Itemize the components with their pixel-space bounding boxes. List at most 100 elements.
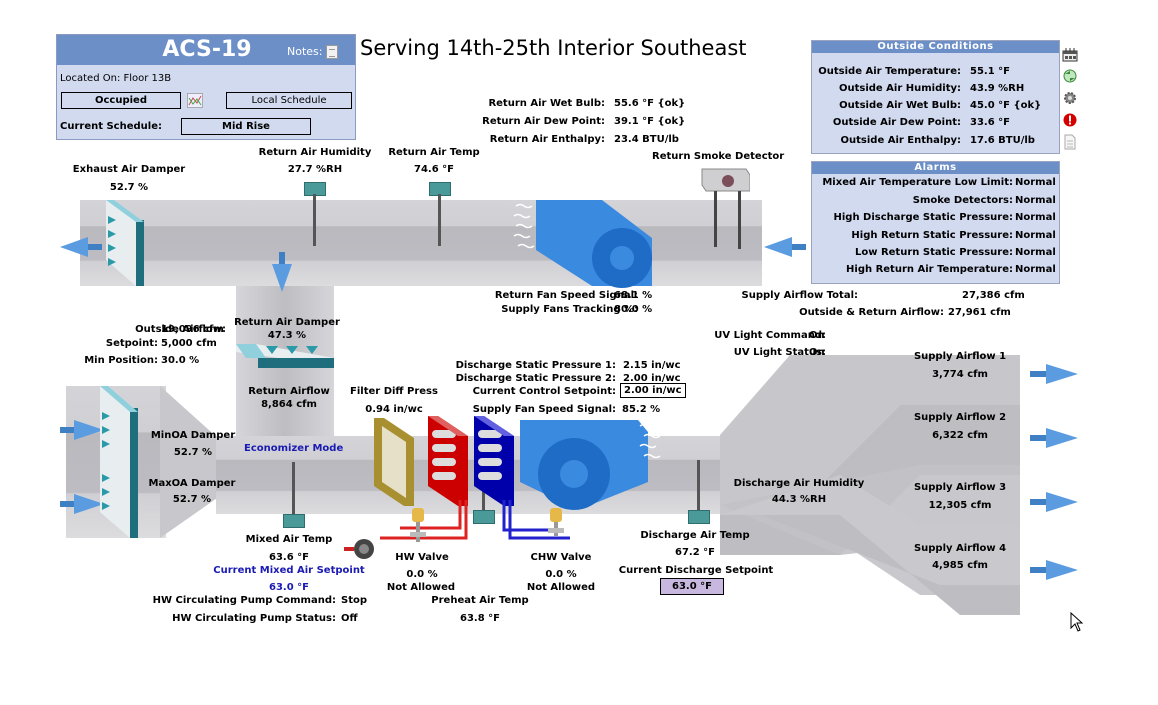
dsp1-value[interactable]: 2.15 in/wc <box>623 360 681 371</box>
alarm-status[interactable]: Normal <box>1015 264 1056 275</box>
notes-label: Notes: <box>287 45 338 59</box>
return-fan-speed-value[interactable]: 68.1 % <box>614 290 653 301</box>
supply-fans-tracking-label: Supply Fans Tracking %: <box>501 304 638 315</box>
discharge-temp-sensor-icon[interactable] <box>688 510 710 524</box>
min-position-label: Min Position: <box>84 355 158 366</box>
hw-valve-actuator-icon[interactable] <box>408 508 428 546</box>
mixed-air-temp-sensor-icon[interactable] <box>283 514 305 528</box>
outside-conditions-panel: Outside Conditions Outside Air Temperatu… <box>811 40 1060 154</box>
return-fan-icon[interactable] <box>512 198 662 288</box>
schedule-icon[interactable] <box>1062 46 1078 62</box>
chw-valve-value[interactable]: 0.0 % <box>545 569 577 580</box>
supply-airflow-4-value[interactable]: 4,985 cfm <box>932 560 988 571</box>
filter-diff-press-value[interactable]: 0.94 in/wc <box>365 404 423 415</box>
supply-3-arrow-icon <box>1030 492 1078 512</box>
discharge-setpoint-label: Current Discharge Setpoint <box>618 565 774 576</box>
economizer-mode[interactable]: Economizer Mode <box>244 443 344 454</box>
supply-fan-speed-value[interactable]: 85.2 % <box>622 404 661 415</box>
supply-airflow-3-value[interactable]: 12,305 cfm <box>928 500 992 511</box>
return-humidity-value[interactable]: 27.7 %RH <box>287 164 343 175</box>
supply-airflow-1-value[interactable]: 3,774 cfm <box>932 369 988 380</box>
supply-fans-tracking-value[interactable]: 80.0 % <box>614 304 653 315</box>
preheat-temp-sensor-icon[interactable] <box>473 510 495 524</box>
uv-status-value[interactable]: On <box>809 347 825 358</box>
supply-fan-icon[interactable] <box>518 412 668 510</box>
local-schedule-button[interactable]: Local Schedule <box>226 92 352 109</box>
trend-chart-icon[interactable] <box>187 93 203 108</box>
oa-enthalpy-label: Outside Air Enthalpy: <box>840 135 961 146</box>
oa-dewpoint-value[interactable]: 33.6 °F <box>970 117 1010 128</box>
occupancy-button[interactable]: Occupied <box>61 92 181 109</box>
return-fan-speed-label: Return Fan Speed Signal: <box>494 290 638 301</box>
return-damper-value[interactable]: 47.3 % <box>267 330 307 341</box>
supply-airflow-total-label: Supply Airflow Total: <box>741 290 858 301</box>
oa-temp-value[interactable]: 55.1 °F <box>970 66 1010 77</box>
static-setpoint-value[interactable]: 2.00 in/wc <box>620 383 686 398</box>
return-smoke-detector-icon[interactable] <box>700 165 750 250</box>
min-position-value[interactable]: 30.0 % <box>161 355 200 366</box>
discharge-humidity-label: Discharge Air Humidity <box>733 478 865 489</box>
hw-valve-value[interactable]: 0.0 % <box>406 569 438 580</box>
max-oa-arrow-icon <box>60 494 104 514</box>
chw-valve-status: Not Allowed <box>526 582 596 593</box>
hw-pump-status-value[interactable]: Off <box>341 613 358 624</box>
alarm-label: Mixed Air Temperature Low Limit: <box>822 177 1013 188</box>
oa-setpoint-value[interactable]: 5,000 cfm <box>161 338 217 349</box>
mixed-air-temp-value[interactable]: 63.6 °F <box>269 552 309 563</box>
filter-icon[interactable] <box>374 418 416 506</box>
discharge-humidity-value[interactable]: 44.3 %RH <box>771 494 827 505</box>
document-icon[interactable] <box>1062 134 1078 150</box>
alarms-title: Alarms <box>812 162 1059 174</box>
supply-airflow-2-value[interactable]: 6,322 cfm <box>932 430 988 441</box>
oa-wetbulb-value[interactable]: 45.0 °F {ok} <box>970 100 1042 111</box>
preheat-temp-value[interactable]: 63.8 °F <box>460 613 500 624</box>
alarm-status[interactable]: Normal <box>1015 247 1056 258</box>
return-temp-value[interactable]: 74.6 °F <box>414 164 454 175</box>
return-wetbulb-value[interactable]: 55.6 °F {ok} <box>614 98 686 109</box>
located-on: Located On: Floor 13B <box>60 73 172 84</box>
exhaust-air-damper[interactable] <box>106 200 144 286</box>
oa-setpoint-label: Setpoint: <box>105 338 158 349</box>
dsp1-label: Discharge Static Pressure 1: <box>455 360 616 371</box>
alarm-icon[interactable] <box>1062 112 1078 128</box>
oa-return-airflow-label: Outside & Return Airflow: <box>799 307 944 318</box>
current-schedule-button[interactable]: Mid Rise <box>181 118 311 135</box>
mixed-air-setpoint-value[interactable]: 63.0 °F <box>269 582 309 593</box>
oa-enthalpy-value[interactable]: 17.6 BTU/lb <box>970 135 1035 146</box>
discharge-air-temp-value[interactable]: 67.2 °F <box>675 547 715 558</box>
outside-airflow-value[interactable]: 19,096 cfm <box>161 324 224 335</box>
alarm-status[interactable]: Normal <box>1015 195 1056 206</box>
chilled-water-coil-icon[interactable] <box>474 416 518 506</box>
return-airflow-value[interactable]: 8,864 cfm <box>261 399 317 410</box>
settings-gear-icon[interactable] <box>1062 90 1078 106</box>
max-oa-damper-value[interactable]: 52.7 % <box>172 494 212 505</box>
oa-humidity-value[interactable]: 43.9 %RH <box>970 83 1025 94</box>
notes-document-icon[interactable] <box>325 45 338 59</box>
hw-circulating-pump-icon[interactable] <box>344 537 376 561</box>
smoke-detector-label: Return Smoke Detector <box>652 151 785 162</box>
oa-return-airflow-value[interactable]: 27,961 cfm <box>948 307 1011 318</box>
min-oa-damper-value[interactable]: 52.7 % <box>173 447 213 458</box>
min-and-max-oa-dampers[interactable] <box>100 386 140 538</box>
exhaust-damper-value[interactable]: 52.7 % <box>109 182 149 193</box>
oa-temp-label: Outside Air Temperature: <box>818 66 961 77</box>
hw-valve-label: HW Valve <box>395 552 449 563</box>
alarm-status[interactable]: Normal <box>1015 230 1056 241</box>
uv-command-value[interactable]: On <box>809 330 825 341</box>
trend-refresh-icon[interactable] <box>1062 68 1078 84</box>
alarm-label: Low Return Static Pressure: <box>854 247 1013 258</box>
supply-branch-ducts <box>720 355 1020 615</box>
hw-pump-command-label: HW Circulating Pump Command: <box>152 595 336 606</box>
return-air-damper[interactable] <box>236 340 334 370</box>
alarm-status[interactable]: Normal <box>1015 212 1056 223</box>
dsp2-value[interactable]: 2.00 in/wc <box>623 373 681 384</box>
discharge-setpoint-value[interactable]: 63.0 °F <box>660 578 724 595</box>
hot-water-coil-icon[interactable] <box>428 416 472 506</box>
supply-airflow-total-value[interactable]: 27,386 cfm <box>962 290 1025 301</box>
return-dewpoint-value[interactable]: 39.1 °F {ok} <box>614 116 686 127</box>
return-wetbulb-label: Return Air Wet Bulb: <box>488 98 605 109</box>
return-enthalpy-value[interactable]: 23.4 BTU/lb <box>614 134 679 145</box>
chw-valve-actuator-icon[interactable] <box>546 508 566 538</box>
alarm-status[interactable]: Normal <box>1015 177 1056 188</box>
hw-pump-command-value[interactable]: Stop <box>341 595 368 606</box>
